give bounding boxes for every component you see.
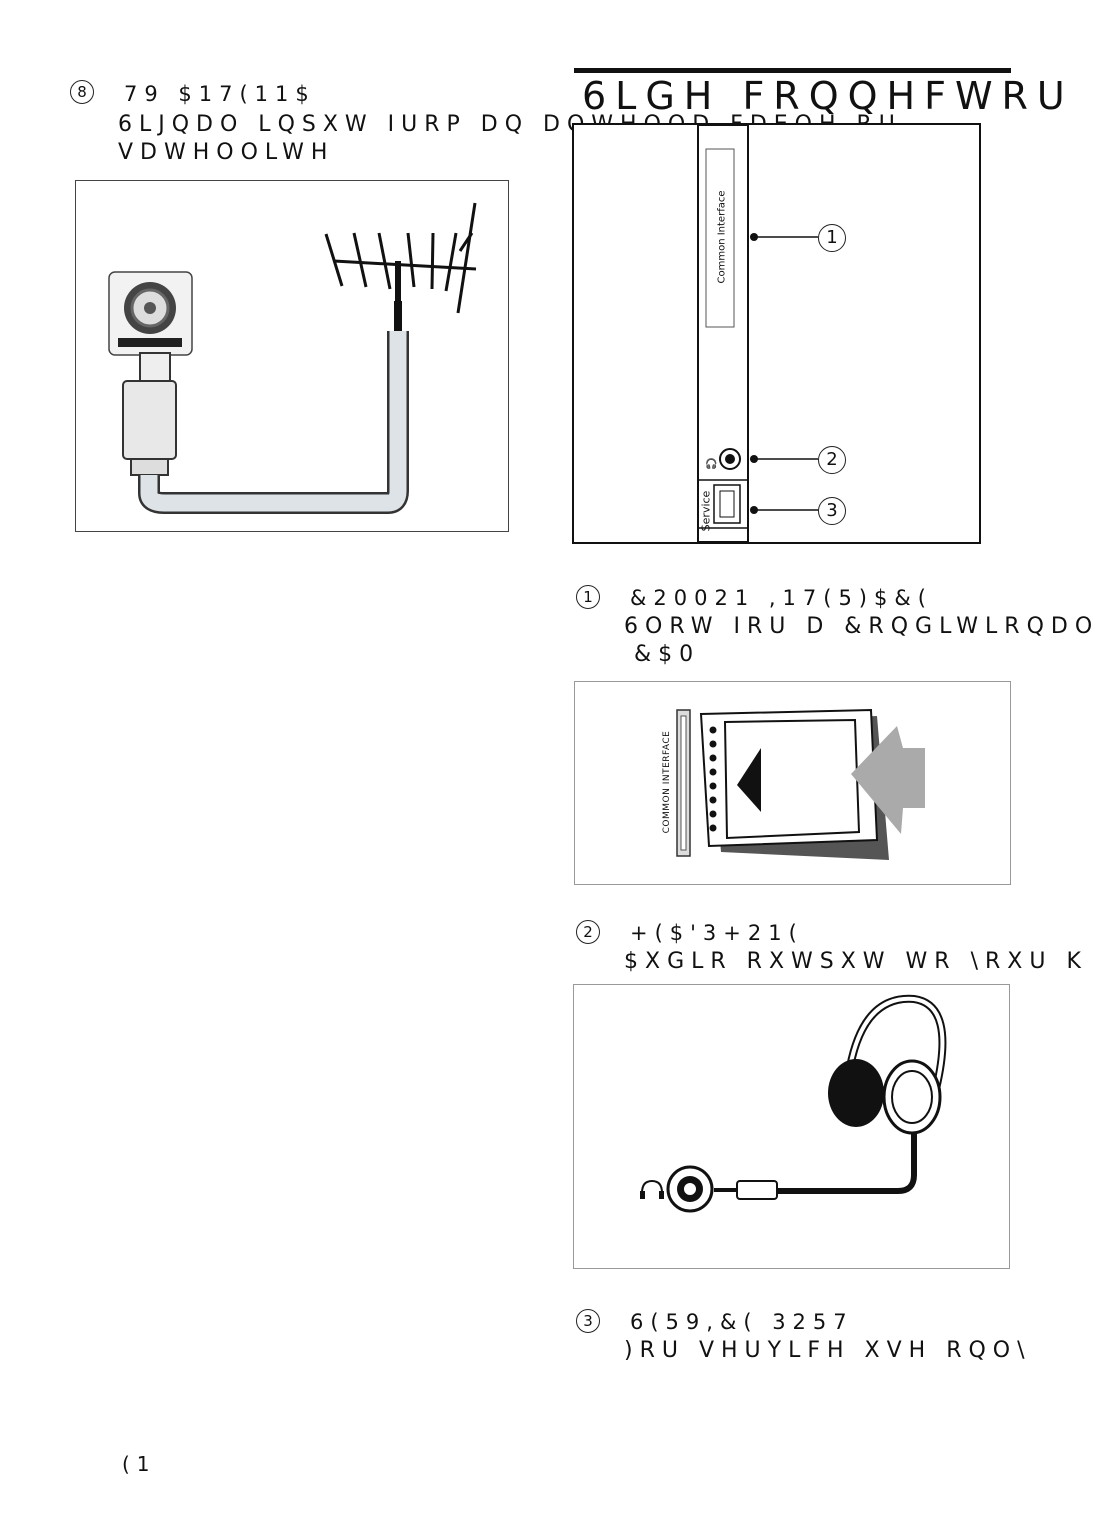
- common-interface-label: Common Interface: [716, 190, 728, 284]
- item-2-number: 2: [576, 920, 600, 944]
- title-rule: [574, 68, 1011, 73]
- callout-1: 1: [818, 224, 846, 252]
- antenna-illustration: [75, 180, 509, 532]
- headphone-jack-icon: 🎧: [705, 459, 718, 470]
- headphone-icon: [640, 994, 947, 1213]
- callout-2: 2: [818, 446, 846, 474]
- item-2-heading: +($'3+21(: [630, 921, 804, 945]
- item-2-desc-line1: $XGLR RXWSXW WR \RXU K: [624, 949, 1088, 974]
- cam-illustration: COMMON INTERFACE: [574, 681, 1011, 885]
- headphone-illustration: [573, 984, 1010, 1269]
- cam-card-icon: [676, 708, 925, 860]
- callout-3: 3: [818, 497, 846, 525]
- section-title: 6LGH FRQQHFWRU: [582, 74, 1074, 118]
- headphone-jack-icon: [666, 1165, 714, 1213]
- arrow-icon: [851, 726, 925, 834]
- antenna-icon: [108, 202, 477, 514]
- left-desc-line2: VDWHOOLWH: [118, 140, 335, 165]
- item-3-number: 3: [576, 1309, 600, 1333]
- item-1-desc-line2: &$0: [634, 642, 701, 667]
- coax-socket-icon: [108, 271, 193, 476]
- item-3-heading: 6(59,&( 3257: [630, 1310, 854, 1334]
- service-label: Service: [699, 490, 713, 532]
- left-item-number: 8: [70, 80, 94, 104]
- left-heading: 79 $17(11$: [124, 82, 316, 106]
- side-connector-diagram: Common Interface 🎧 Service 1 2 3: [572, 123, 981, 544]
- item-3-desc-line1: )RU VHUYLFH XVH RQO\: [624, 1338, 1032, 1363]
- item-1-heading: &20021 ,17(5)$&(: [630, 586, 933, 610]
- cam-slot-label: COMMON INTERFACE: [662, 730, 672, 834]
- item-1-desc-line1: 6ORW IRU D &RQGLWLRQDO: [624, 614, 1099, 639]
- page-label: (1: [122, 1452, 157, 1476]
- item-1-number: 1: [576, 585, 600, 609]
